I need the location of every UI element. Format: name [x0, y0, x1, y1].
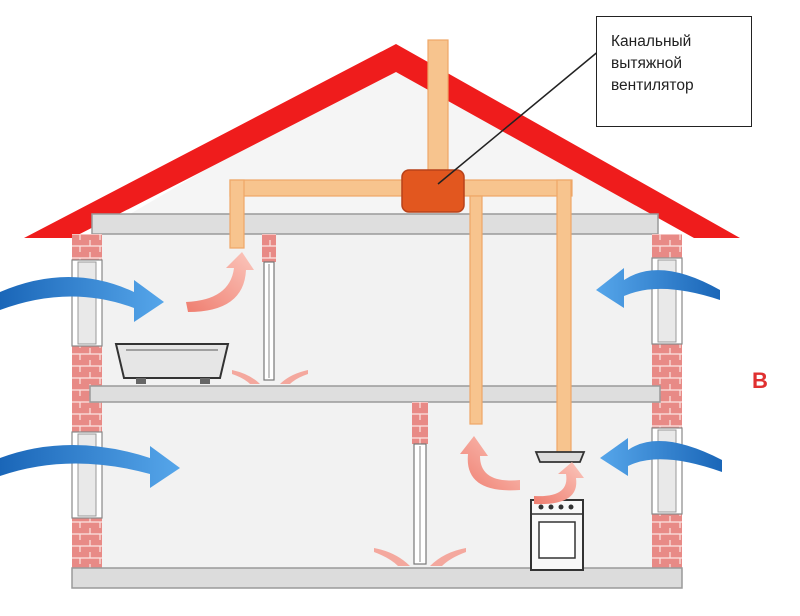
- internal-arrow-partition-upper: [232, 370, 308, 384]
- internal-arrow-partition-lower: [374, 548, 466, 566]
- window-right-lower: [651, 427, 683, 515]
- bathtub-icon: [114, 343, 230, 384]
- callout-line-1: Канальный: [611, 33, 692, 50]
- inflow-arrow-left-lower: [0, 445, 180, 488]
- range-hood-icon: [534, 451, 586, 463]
- duct-drop-bathroom: [229, 179, 245, 249]
- internal-arrow-hood: [534, 462, 584, 505]
- window-left-lower: [71, 431, 103, 519]
- duct-drop-kitchen: [469, 195, 483, 425]
- callout-box: Канальный вытяжной вентилятор: [596, 16, 752, 127]
- callout-label: Канальный вытяжной вентилятор: [611, 31, 694, 97]
- middle-floor-slab: [89, 385, 661, 403]
- attic-space: [130, 58, 652, 214]
- stove-icon: [530, 499, 584, 571]
- side-letter: В: [752, 368, 768, 393]
- fan-box: [401, 169, 465, 213]
- interior-partition-upper: [262, 234, 276, 381]
- callout-line-2: вытяжной: [611, 55, 683, 72]
- inflow-arrow-right-upper: [596, 268, 720, 308]
- duct-system: [229, 39, 573, 455]
- duct-horizontal: [229, 179, 573, 197]
- duct-drop-hood: [556, 179, 572, 455]
- callout-line-3: вентилятор: [611, 77, 694, 94]
- internal-arrow-kitchen: [460, 436, 520, 491]
- ground-floor-slab: [71, 567, 683, 589]
- callout-leader-line: [437, 49, 601, 185]
- inflow-arrow-left-upper: [0, 277, 164, 322]
- exhaust-duct-vertical: [427, 39, 449, 175]
- internal-arrow-bathroom: [186, 252, 254, 312]
- inflow-arrow-right-lower: [600, 438, 722, 476]
- attic-floor-slab: [91, 213, 659, 235]
- window-left-upper: [71, 259, 103, 347]
- interior-partition-lower: [412, 402, 428, 565]
